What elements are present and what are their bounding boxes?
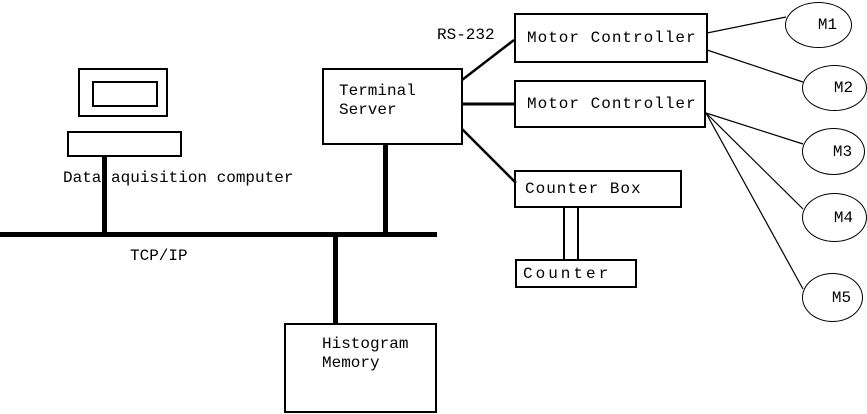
line-terminal-server-to-motor-controller-1 — [461, 39, 515, 81]
motor-m2-ellipse: M2 — [802, 65, 867, 111]
counter-box-label: Counter Box — [525, 180, 642, 198]
rs232-label: RS-232 — [437, 26, 495, 44]
line-motor-controller-2-to-m5 — [705, 112, 804, 290]
motor-m4-ellipse: M4 — [802, 193, 867, 242]
counter-box-node: Counter — [515, 259, 637, 288]
motor-m4-label: M4 — [833, 208, 854, 227]
data-acquisition-computer-label: Data aquisition computer — [63, 169, 294, 187]
computer-screen-icon — [92, 81, 158, 107]
tcpip-label: TCP/IP — [130, 247, 188, 265]
terminal-server-box: Terminal Server — [322, 68, 463, 145]
motor-controller-1-label: Motor Controller — [527, 29, 697, 47]
motor-controller-2-label: Motor Controller — [527, 95, 697, 113]
line-terminal-server-to-counter-box — [461, 128, 517, 184]
motor-m2-label: M2 — [833, 79, 854, 97]
motor-m5-label: M5 — [831, 288, 852, 307]
motor-controller-2-box: Motor Controller — [514, 80, 706, 128]
motor-m5-ellipse: M5 — [802, 273, 863, 322]
counter-label: Counter — [523, 264, 612, 283]
terminal-server-label: Terminal Server — [339, 82, 416, 119]
line-motor-controller-2-to-m4 — [705, 112, 804, 210]
motor-m1-label: M1 — [817, 16, 838, 34]
counter-box-box: Counter Box — [514, 170, 682, 208]
computer-keyboard-icon — [67, 131, 182, 157]
histogram-memory-label: Histogram Memory — [322, 335, 409, 372]
motor-m1-ellipse: M1 — [785, 2, 852, 48]
line-motor-controller-1-to-m2 — [706, 49, 804, 83]
line-motor-controller-2-to-m3 — [705, 112, 804, 145]
histogram-memory-box: Histogram Memory — [284, 323, 437, 413]
motor-m3-label: M3 — [832, 142, 853, 161]
line-motor-controller-1-to-m1 — [706, 16, 787, 34]
motor-controller-1-box: Motor Controller — [514, 13, 708, 63]
motor-m3-ellipse: M3 — [802, 128, 865, 175]
